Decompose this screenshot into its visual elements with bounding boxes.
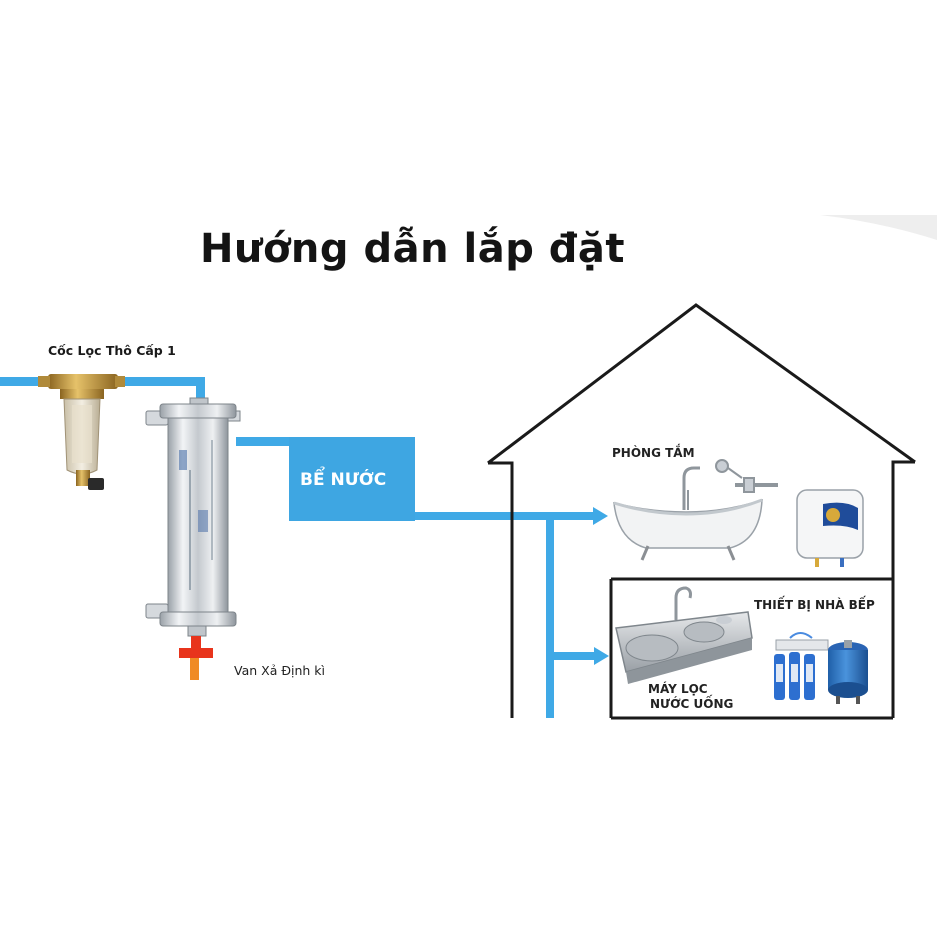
flow-arrow-icon xyxy=(593,507,608,525)
ro-filter-icon xyxy=(774,632,829,700)
bathtub-icon xyxy=(613,498,763,561)
pipe-vertical-main xyxy=(546,512,554,718)
steel-filter-housing-icon xyxy=(145,397,241,637)
water-tank-box xyxy=(289,437,415,521)
corner-decoration xyxy=(820,215,937,240)
pipe-network xyxy=(0,377,594,718)
flush-valve-icon xyxy=(179,636,213,680)
house-outline xyxy=(487,303,916,720)
pipe-to-bathroom xyxy=(415,512,593,520)
pipe-to-kitchen xyxy=(554,652,594,660)
kitchen-label: THIẾT BỊ NHÀ BẾP xyxy=(754,598,875,612)
coarse-filter-icon xyxy=(38,374,125,490)
pipe-housing-to-tank xyxy=(236,437,292,446)
coarse-filter-label: Cốc Lọc Thô Cấp 1 xyxy=(48,343,176,358)
water-heater-icon xyxy=(796,489,864,567)
water-tank-label: BỂ NƯỚC xyxy=(300,470,387,490)
flow-arrow-icon xyxy=(594,647,609,665)
ro-purifier-label-line1: MÁY LỌC xyxy=(648,682,708,696)
inlet-pipe xyxy=(0,377,50,386)
kitchen-sink-icon xyxy=(615,586,753,684)
flush-valve-label: Van Xả Định kì xyxy=(234,663,326,678)
bathroom-label: PHÒNG TẮM xyxy=(612,446,695,460)
shower-icon xyxy=(682,459,778,510)
page-title: Hướng dẫn lắp đặt xyxy=(200,226,626,272)
pipe-filter-to-housing xyxy=(116,377,204,386)
pipe-riser xyxy=(196,377,205,404)
pressure-tank-icon xyxy=(828,640,868,704)
ro-purifier-label-line2: NƯỚC UỐNG xyxy=(650,697,734,711)
